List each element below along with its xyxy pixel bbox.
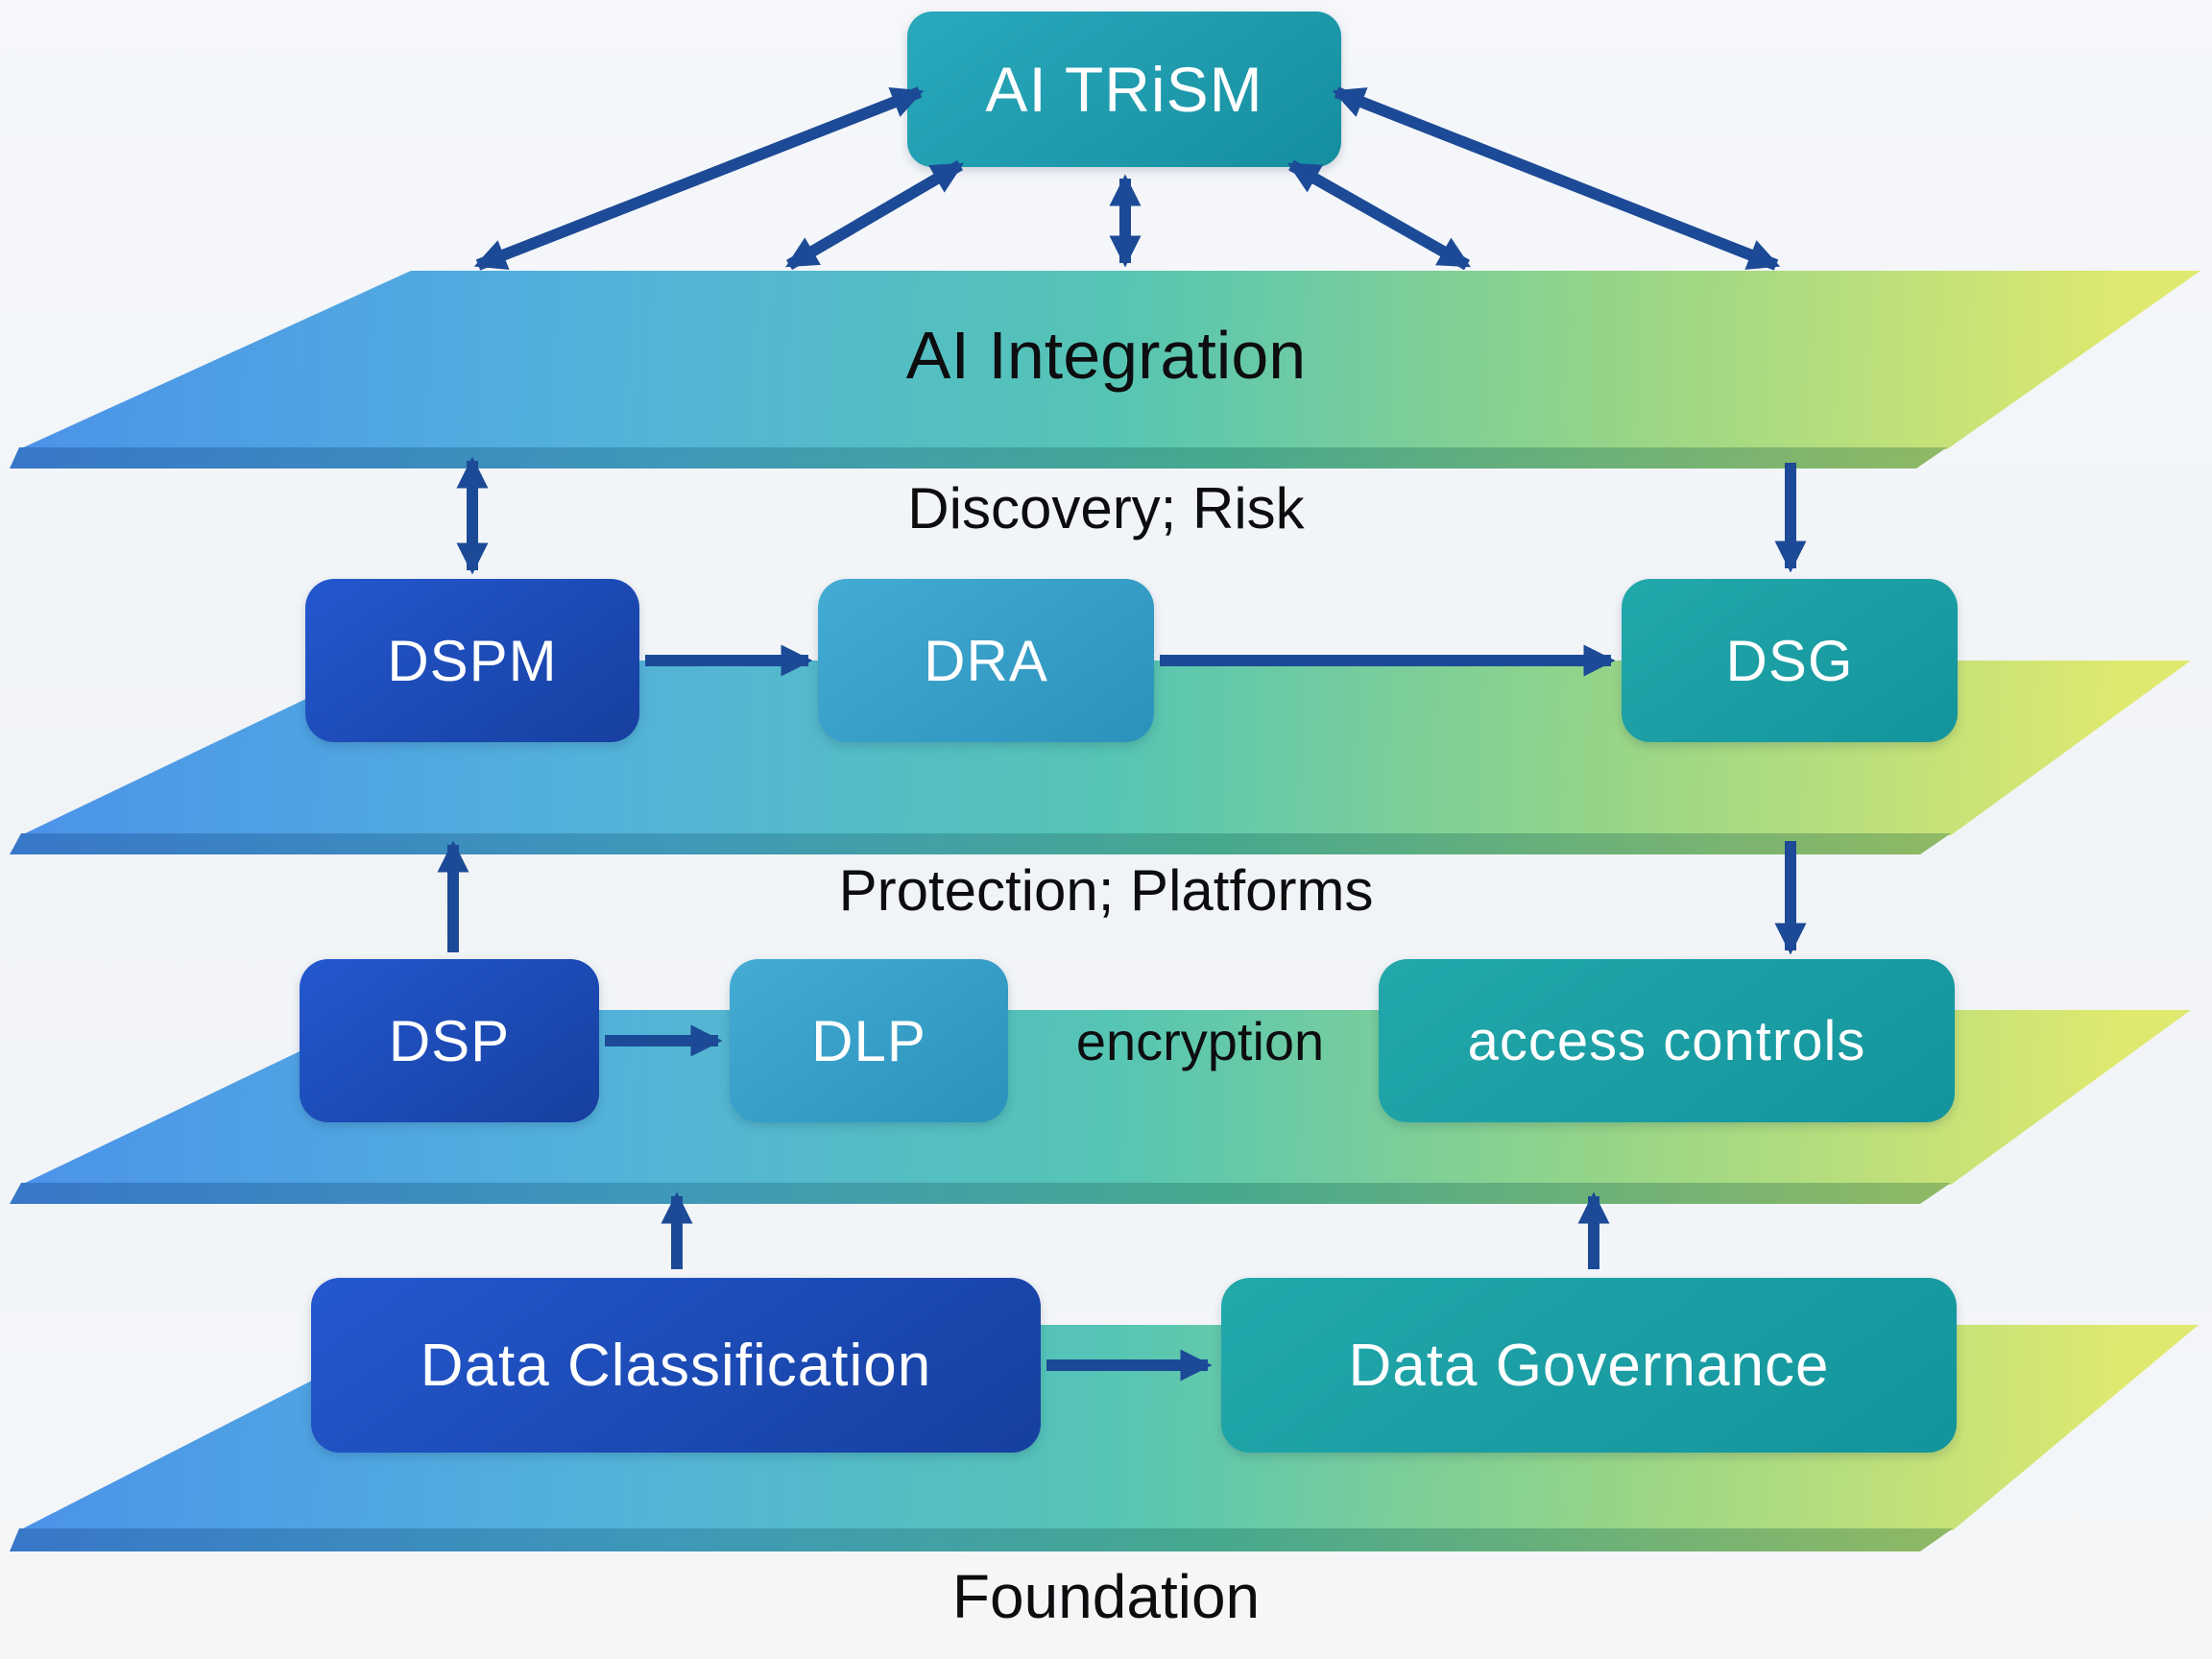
plane-label-ai-integration: AI Integration [905,318,1307,393]
node-dsp: DSP [300,959,599,1122]
node-access-controls: access controls [1379,959,1955,1122]
arrow-trism-plane-far-right [1332,86,1781,271]
arrow-trism-plane-mid-left [785,159,964,271]
plane-label-protection-platforms: Protection; Platforms [838,858,1374,923]
plane-label-foundation: Foundation [951,1562,1261,1631]
plane-label-discovery-risk: Discovery; Risk [907,476,1305,541]
node-data-governance: Data Governance [1221,1278,1957,1453]
label-encryption: encryption [1075,1010,1325,1071]
plane-ai-integration-face [19,271,2200,449]
plane-foundation-edge [10,1528,1953,1551]
node-dlp: DLP [730,959,1008,1122]
node-dspm: DSPM [305,579,639,742]
node-data-classification: Data Classification [311,1278,1041,1453]
node-dsg: DSG [1622,579,1958,742]
node-ai-trism: AI TRiSM [907,12,1341,167]
arrow-trism-plane-mid-right [1287,159,1471,271]
plane-ai-integration [10,271,2210,470]
arrow-trism-plane-far-left [473,86,925,271]
plane-protection-platforms-edge [10,1183,1951,1204]
node-dra: DRA [818,579,1154,742]
plane-discovery-risk-edge [10,833,1951,854]
plane-ai-integration-edge [10,447,1947,469]
